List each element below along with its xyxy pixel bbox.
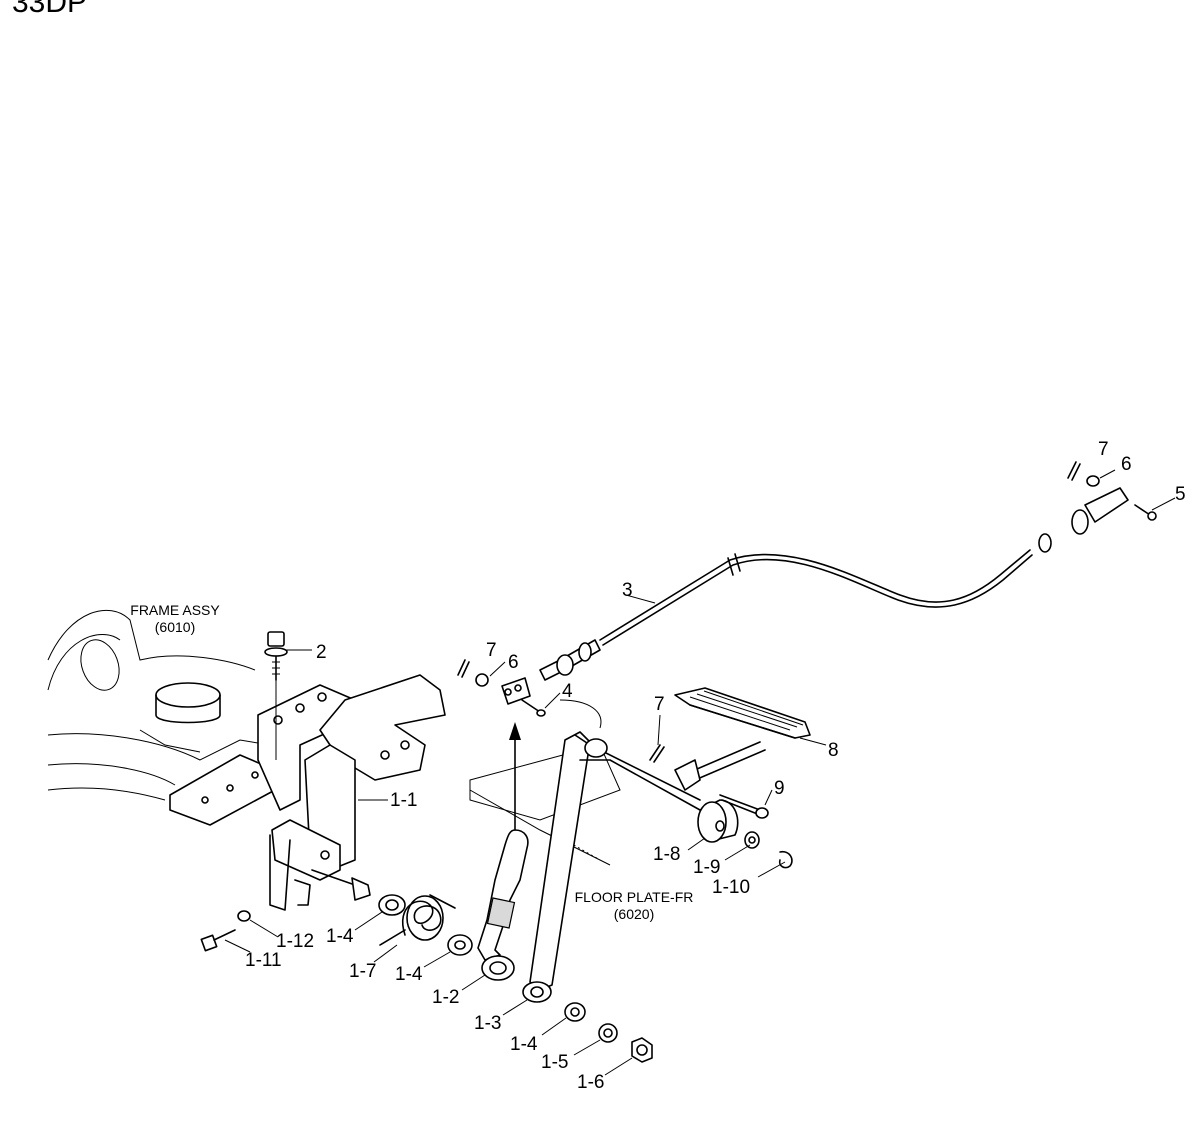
pedal-pad-8 <box>674 687 811 791</box>
callout-9: 9 <box>774 778 785 799</box>
floor-plate-outline <box>469 699 621 866</box>
washer-6-a <box>475 673 489 687</box>
washer-1-12 <box>237 910 251 922</box>
pin-7-c <box>649 744 665 763</box>
callout-7-pedal: 7 <box>654 694 665 715</box>
washer-1-9 <box>744 831 760 849</box>
washer-6-b <box>1086 475 1100 487</box>
pin-4 <box>521 699 546 717</box>
pin-7-a <box>457 659 470 678</box>
spring-1-7 <box>379 894 456 946</box>
clevis-left <box>501 677 531 705</box>
rubber-1-8 <box>697 799 739 843</box>
callout-1-5: 1-5 <box>541 1052 568 1073</box>
lever-1-2 <box>477 829 529 981</box>
page-code: 33DP <box>12 0 88 19</box>
callout-1-11: 1-11 <box>245 950 282 971</box>
cable-3 <box>539 487 1129 681</box>
bushing-1-4-c <box>564 1002 586 1022</box>
nut-1-6 <box>631 1037 653 1063</box>
bolt-9 <box>719 794 769 819</box>
callout-1-4-c: 1-4 <box>510 1034 538 1055</box>
frame-assy-code: (6010) <box>155 619 195 635</box>
callout-7-left: 7 <box>486 640 497 661</box>
callout-1-8: 1-8 <box>653 844 680 865</box>
callout-6-right: 6 <box>1121 454 1132 475</box>
washer-1-5 <box>598 1023 618 1043</box>
frame-assy-outline <box>47 609 276 826</box>
callout-7-right: 7 <box>1098 439 1109 460</box>
callout-2: 2 <box>316 642 327 663</box>
callout-1-7: 1-7 <box>349 961 376 982</box>
bushing-1-4-b <box>447 934 473 956</box>
callout-1-4-b: 1-4 <box>395 964 423 985</box>
floor-plate-code: (6020) <box>614 906 654 922</box>
frame-assy-label: FRAME ASSY <box>130 602 220 618</box>
callout-6-left: 6 <box>508 652 519 673</box>
callout-1-2: 1-2 <box>432 987 459 1008</box>
pedal-arm-1-3 <box>522 731 701 1003</box>
bolt-1-11 <box>200 929 236 952</box>
callout-1-4-a: 1-4 <box>326 926 354 947</box>
pin-5 <box>1134 504 1157 521</box>
callout-3: 3 <box>622 580 633 601</box>
bracket-1-1 <box>257 674 446 911</box>
callout-5: 5 <box>1175 484 1186 505</box>
assembly-arrow <box>509 722 521 831</box>
callout-1-10: 1-10 <box>712 877 750 898</box>
clip-1-10 <box>778 850 793 869</box>
leader-lines <box>224 469 1176 1076</box>
callout-4: 4 <box>562 681 573 702</box>
callout-1-12: 1-12 <box>276 931 314 952</box>
callout-1-1: 1-1 <box>390 790 417 811</box>
bushing-1-4-a <box>378 894 406 916</box>
callout-1-9: 1-9 <box>693 857 720 878</box>
callout-1-6: 1-6 <box>577 1072 604 1093</box>
bolt-2 <box>264 631 288 760</box>
callout-1-3: 1-3 <box>474 1013 501 1034</box>
floor-plate-label: FLOOR PLATE-FR <box>575 889 694 905</box>
pin-7-b <box>1067 461 1081 481</box>
callout-8: 8 <box>828 740 839 761</box>
